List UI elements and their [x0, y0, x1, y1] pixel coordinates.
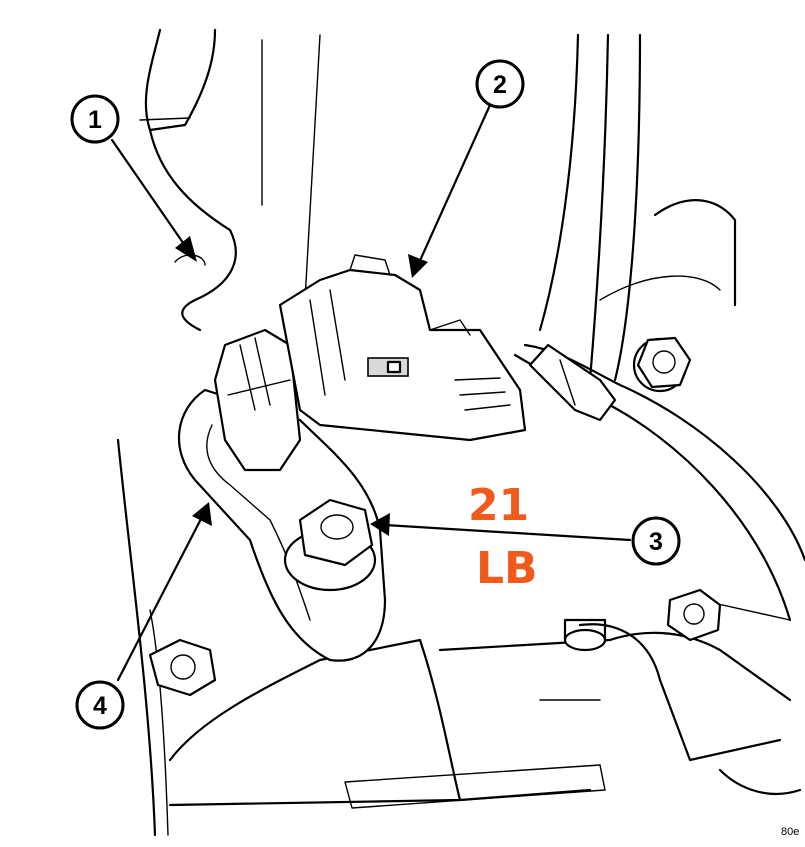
arrow-head-2: [408, 254, 428, 278]
callout-2-label: 2: [493, 71, 507, 99]
callout-1-label: 1: [88, 106, 102, 134]
callout-1: 1: [70, 94, 120, 144]
arrow-head-4: [192, 502, 212, 526]
figure-id: 80e: [781, 826, 799, 838]
bolt-right-upper: [632, 336, 692, 393]
sensor-bracket: [177, 388, 387, 662]
bolt-left-lower: [148, 638, 217, 697]
callout-4-label: 4: [93, 692, 107, 720]
mounting-bolt: [283, 498, 377, 592]
wire-harness: [513, 343, 805, 622]
bolt-right-lower: [666, 588, 722, 642]
torque-unit: LB: [476, 543, 538, 594]
callout-4: 4: [75, 680, 125, 730]
torque-note: 21 LB: [468, 480, 538, 594]
electrical-connector: [278, 254, 527, 442]
bolt-stud-lower: [563, 618, 607, 652]
arrow-head-1: [175, 236, 197, 262]
arrow-head-3: [370, 513, 390, 536]
housing-outline: [116, 28, 802, 837]
callout-2: 2: [475, 59, 525, 109]
callout-3-label: 3: [649, 528, 663, 556]
sensor-body: [213, 328, 302, 472]
torque-value: 21: [468, 480, 529, 531]
leader-lines: [110, 103, 632, 682]
callout-3: 3: [631, 516, 681, 566]
